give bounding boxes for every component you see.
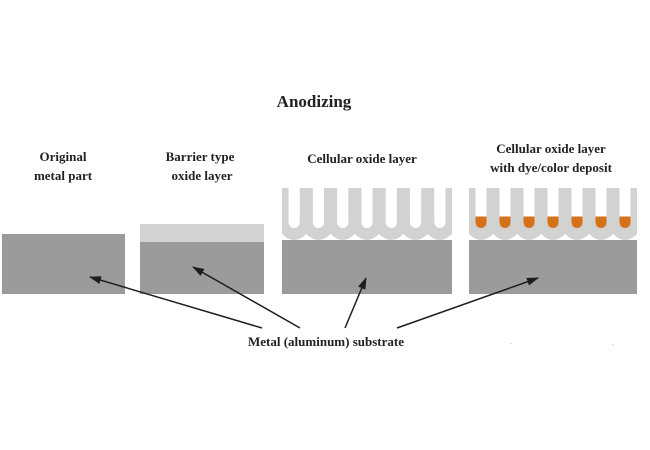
dye-deposit	[571, 216, 583, 229]
pore	[337, 188, 349, 229]
barrier-oxide-layer	[140, 224, 264, 242]
arrow-to-cellular	[344, 277, 367, 329]
stage-barrier-oxide	[140, 224, 264, 294]
pore	[385, 188, 397, 229]
diagram-title: Anodizing	[277, 92, 352, 111]
dye-deposit	[595, 216, 607, 229]
caption-original-line2: metal part	[34, 168, 93, 183]
caption-barrier-line1: Barrier type	[166, 149, 235, 164]
arrow-to-original	[89, 276, 263, 329]
stage-cellular-oxide	[282, 188, 452, 294]
dye-deposit	[523, 216, 535, 229]
speck	[612, 344, 614, 345]
caption-barrier-line2: oxide layer	[171, 168, 232, 183]
arrow-to-barrier	[192, 266, 301, 329]
substrate-label: Metal (aluminum) substrate	[248, 334, 404, 349]
caption-dyed-line2: with dye/color deposit	[490, 160, 612, 175]
caption-dyed-line1: Cellular oxide layer	[496, 141, 606, 156]
metal-block	[140, 242, 264, 294]
pore	[288, 188, 300, 229]
pore	[434, 188, 446, 229]
stage-original-metal	[2, 234, 125, 294]
speck	[510, 343, 512, 344]
metal-block	[2, 234, 125, 294]
dye-deposit	[547, 216, 559, 229]
arrow-to-dyed	[396, 277, 539, 329]
pore	[361, 188, 373, 229]
pore	[409, 188, 422, 229]
pore	[312, 188, 325, 229]
metal-block	[282, 240, 452, 294]
stage-dyed-cellular-oxide	[469, 188, 637, 294]
dye-deposit	[499, 216, 511, 228]
caption-cellular: Cellular oxide layer	[307, 151, 417, 166]
dye-deposit	[619, 216, 631, 229]
metal-block	[469, 240, 637, 294]
dye-deposit	[475, 216, 487, 228]
caption-original-line1: Original	[40, 149, 87, 164]
substrate-arrows	[89, 266, 539, 329]
